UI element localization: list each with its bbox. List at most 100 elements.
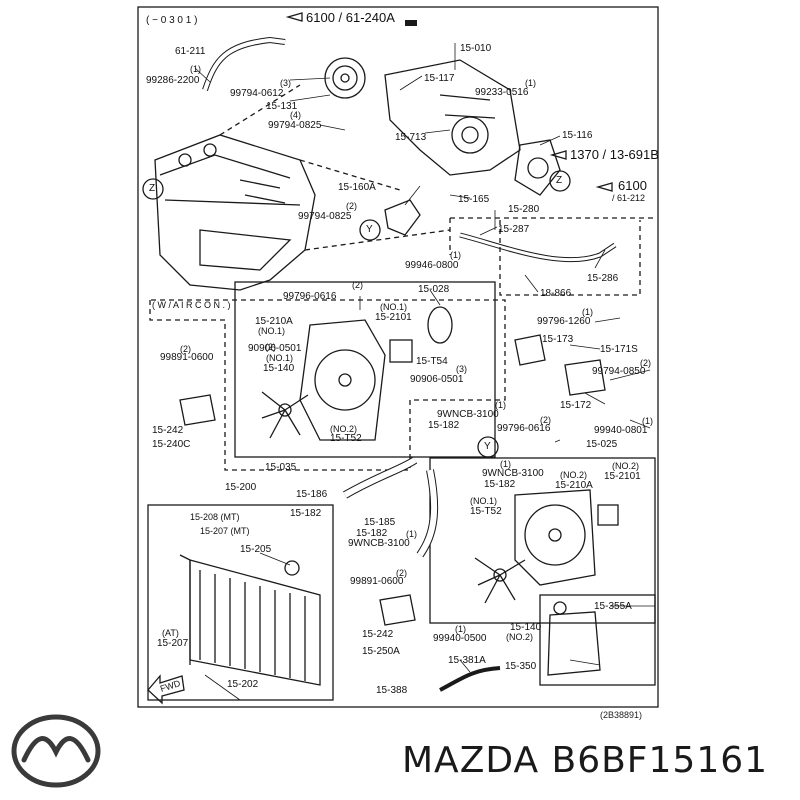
callout: 15-355A (594, 601, 632, 612)
callout: 15-186 (296, 489, 328, 500)
callout: 15-208 (MT) (190, 512, 240, 522)
callout: 90906-0501 (410, 374, 464, 385)
callout: 99946-0800 (405, 260, 459, 271)
callout: 15-140 (263, 363, 295, 374)
ref-arrow-1-icon (285, 12, 303, 22)
radiator-drawing (147, 504, 334, 701)
callout: 15-242 (362, 629, 394, 640)
callout: 15-388 (376, 685, 408, 696)
callout: (1) (406, 529, 417, 539)
callout: (2) (396, 568, 407, 578)
callout: 15-173 (542, 334, 574, 345)
fan-blade-2-drawing (474, 557, 526, 604)
reservoir-tank-drawing (539, 594, 656, 686)
callout: 15-205 (240, 544, 272, 555)
callout: 99794-0850 (592, 366, 646, 377)
ref-top-left: 6100 / 61-240A (306, 10, 395, 25)
callout: (2) (346, 201, 357, 211)
callout: 15-250A (362, 646, 400, 657)
callout: 15-713 (395, 132, 427, 143)
diagram-frame (137, 6, 659, 708)
callout: (NO.2) (612, 461, 639, 471)
callout: 15-280 (508, 204, 540, 215)
thermostat-housing-drawing (564, 359, 606, 396)
callout: 15-286 (587, 273, 619, 284)
engine-block-drawing (154, 134, 316, 291)
ref-arrow-3-icon (595, 182, 613, 192)
callout: (2) (180, 344, 191, 354)
callout: 15-185 (364, 517, 396, 528)
callout: 15-182 (356, 528, 388, 539)
fan-blade-1-drawing (261, 391, 309, 439)
bracket-drawing (179, 394, 216, 426)
fan-motor-2-drawing (597, 504, 619, 526)
callout: 15-350 (505, 661, 537, 672)
callout: 99796-1260 (537, 316, 591, 327)
callout: 15-T52 (470, 506, 502, 517)
callout: 15-116 (562, 130, 593, 141)
mazda-logo-icon (11, 714, 101, 788)
ref-right-2: 6100 (618, 178, 647, 193)
ref-arrow-2-icon (549, 150, 567, 160)
callout: 15-240C (152, 439, 191, 450)
callout: 15-160A (338, 182, 376, 193)
callout: 15-117 (424, 73, 455, 84)
callout: 15-028 (418, 284, 450, 295)
callout: (1) (500, 459, 511, 469)
callout: 15-T54 (416, 356, 448, 367)
fan-shroud-2-drawing (514, 489, 596, 586)
callout: 15-035 (265, 462, 297, 473)
callout: 15-025 (586, 439, 618, 450)
callout: 99940-0801 (594, 425, 648, 436)
callout: 18-866 (540, 288, 572, 299)
water-pump-drawing (384, 59, 521, 176)
callout: (NO.1) (258, 326, 285, 336)
callout: (1) (455, 624, 466, 634)
callout: (1) (582, 307, 593, 317)
fwd-arrow-icon (147, 674, 185, 705)
callout: 15-242 (152, 425, 184, 436)
callout: 15-200 (225, 482, 257, 493)
drawing-code: (2B38891) (600, 710, 643, 720)
callout: 99891-0600 (350, 576, 404, 587)
marker-z-2: Z (556, 175, 563, 186)
callout: 99891-0600 (160, 352, 214, 363)
callout: 15-210A (255, 316, 293, 327)
callout: 99940-0500 (433, 633, 487, 644)
fan-motor-1-drawing (389, 306, 453, 363)
callout: (3) (456, 364, 467, 374)
callout: (NO.1) (266, 353, 293, 363)
callout: 99286-2200 (146, 75, 200, 86)
air-con-enclosure (149, 299, 506, 471)
callout: (3) (280, 78, 291, 88)
callout: 9WNCB-3100 (482, 468, 544, 479)
callout: (2) (540, 415, 551, 425)
callout: 15-182 (428, 420, 460, 431)
ref-right-1: 1370 / 13-691B (570, 147, 659, 162)
callout: (1) (525, 78, 536, 88)
callout: 99794-0612 (230, 88, 284, 99)
callout: 99796-0616 (497, 423, 551, 434)
water-outlet-drawing (384, 199, 421, 236)
marker-y-2-circle (477, 436, 499, 458)
callout: 9WNCB-3100 (437, 409, 499, 420)
callout: (2) (640, 358, 651, 368)
callout: 99794-0825 (268, 120, 322, 131)
callout: 15-287 (498, 224, 530, 235)
marker-y-2: Y (484, 441, 491, 452)
fan-assembly-box-2 (429, 457, 656, 624)
ref-right-3: / 61-212 (612, 193, 646, 203)
fan-assembly-box-1 (234, 281, 496, 458)
callout: (AT) (162, 628, 179, 638)
callout: (2) (352, 280, 363, 290)
callout: (NO.1) (470, 496, 497, 506)
range-label: ( − 0 3 0 1 ) (146, 15, 198, 26)
marker-z-1-circle (142, 178, 164, 200)
callout: (NO.1) (380, 302, 407, 312)
callout: (1) (495, 400, 506, 410)
marker-z-1: Z (149, 183, 156, 194)
part-number-label: MAZDA B6BF15161 (402, 740, 769, 781)
callout: (NO.2) (506, 632, 533, 642)
callout: 99233-0516 (475, 87, 529, 98)
